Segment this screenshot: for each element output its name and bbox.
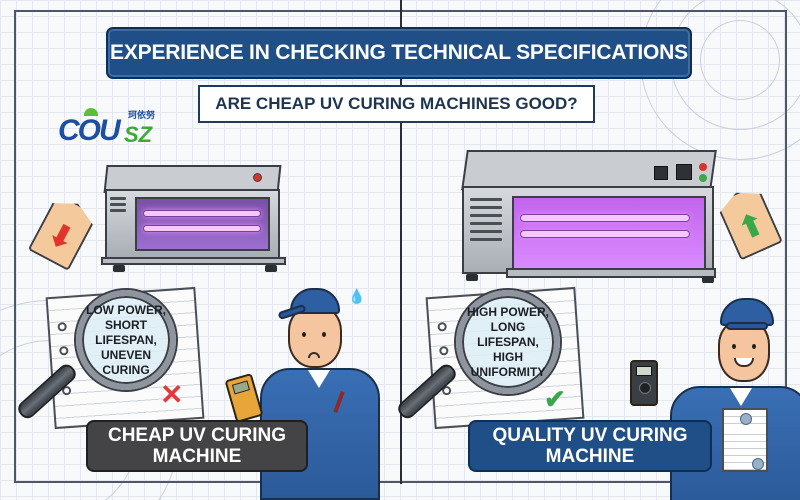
- eye: [302, 332, 306, 337]
- binder-hole: [439, 345, 449, 356]
- binder-hole: [437, 322, 447, 332]
- machine-foot: [466, 274, 478, 281]
- label-line: QUALITY UV CURING: [492, 425, 688, 446]
- technician-face: [718, 320, 770, 382]
- vent-slot: [110, 197, 126, 200]
- page-title: EXPERIENCE IN CHECKING TECHNICAL SPECIFI…: [110, 41, 688, 64]
- title-banner: EXPERIENCE IN CHECKING TECHNICAL SPECIFI…: [106, 27, 692, 79]
- machine-foot: [702, 276, 714, 283]
- cheap-machine-label: CHEAP UV CURING MACHINE: [86, 420, 308, 472]
- check-mark-icon: ✔: [544, 384, 566, 414]
- finding-line: UNEVEN CURING: [100, 347, 151, 377]
- finding-line: SHORT LIFESPAN,: [95, 317, 157, 347]
- finding-line: HIGH UNIFORMITY: [470, 349, 546, 379]
- green-indicator-icon: [699, 174, 707, 182]
- label-line: CHEAP UV CURING: [107, 425, 287, 446]
- eye: [322, 332, 326, 337]
- uv-tube: [143, 210, 261, 217]
- multimeter-screen: [231, 380, 251, 395]
- magnifier-lens: LOW POWER, SHORT LIFESPAN, UNEVEN CURING: [76, 290, 176, 390]
- vent-slot: [470, 214, 502, 217]
- certificate-seal-icon: [740, 413, 752, 425]
- certificate-document: [722, 408, 768, 472]
- logo-text-cn: 珂依努: [128, 110, 156, 120]
- label-line: MACHINE: [152, 446, 242, 467]
- logo-text-main: COU: [58, 114, 121, 147]
- eye: [732, 344, 736, 349]
- panel-divider: [400, 0, 402, 484]
- frown: [308, 352, 320, 358]
- display-panel-icon: [676, 164, 692, 180]
- multimeter-icon: [630, 360, 658, 406]
- uv-tube: [520, 230, 690, 238]
- machine-base: [506, 268, 716, 278]
- power-switch-icon: [654, 166, 668, 180]
- uv-chamber: [135, 197, 270, 251]
- vent-slot: [470, 206, 502, 209]
- page-subtitle: ARE CHEAP UV CURING MACHINES GOOD?: [215, 94, 578, 113]
- machine-foot: [113, 265, 125, 272]
- sun-icon: [84, 108, 98, 116]
- multimeter-dial: [639, 382, 651, 394]
- multimeter-icon: [224, 372, 264, 424]
- finding-line: LOW POWER,: [86, 302, 166, 317]
- label-line: MACHINE: [545, 446, 635, 467]
- eye: [752, 344, 756, 349]
- vent-slot: [110, 209, 126, 212]
- vent-slot: [470, 222, 502, 225]
- machine-base: [101, 257, 286, 265]
- vent-slot: [470, 230, 502, 233]
- finding-line: LONG LIFESPAN,: [477, 319, 539, 349]
- machine-foot: [265, 265, 277, 272]
- quality-uv-machine: [461, 150, 722, 285]
- spec-findings-text: LOW POWER, SHORT LIFESPAN, UNEVEN CURING: [82, 303, 170, 378]
- sweat-drop-icon: 💧: [348, 288, 366, 304]
- technician-face: [288, 306, 342, 368]
- uv-tube: [143, 225, 261, 232]
- vent-slot: [470, 238, 502, 241]
- arrow-up-icon: ⬆: [733, 206, 770, 247]
- vent-slot: [110, 203, 126, 206]
- magnifier-lens: HIGH POWER, LONG LIFESPAN, HIGH UNIFORMI…: [456, 290, 560, 394]
- brand-logo: COU 珂依努 SZ: [58, 108, 178, 148]
- binder-hole: [59, 345, 69, 356]
- arrow-down-icon: ⬇: [42, 216, 80, 258]
- binder-hole: [57, 322, 67, 332]
- uv-tube: [520, 214, 690, 222]
- vent-slot: [470, 198, 502, 201]
- multimeter-screen: [636, 366, 652, 376]
- technician-cap: [290, 288, 340, 314]
- power-indicator-icon: [253, 173, 262, 182]
- finding-line: HIGH POWER,: [466, 304, 549, 319]
- smiling-technician: [630, 290, 800, 500]
- quality-machine-label: QUALITY UV CURING MACHINE: [468, 420, 712, 472]
- worried-technician: 💧: [224, 280, 400, 500]
- cross-mark-icon: ✕: [160, 379, 184, 410]
- spec-findings-text: HIGH POWER, LONG LIFESPAN, HIGH UNIFORMI…: [462, 305, 554, 380]
- cheap-uv-machine: [101, 165, 286, 275]
- subtitle-banner: ARE CHEAP UV CURING MACHINES GOOD?: [198, 85, 595, 123]
- cap-brim: [726, 322, 768, 330]
- logo-text-suffix: SZ: [124, 122, 153, 147]
- certificate-stamp-icon: [752, 458, 764, 470]
- red-indicator-icon: [699, 163, 707, 171]
